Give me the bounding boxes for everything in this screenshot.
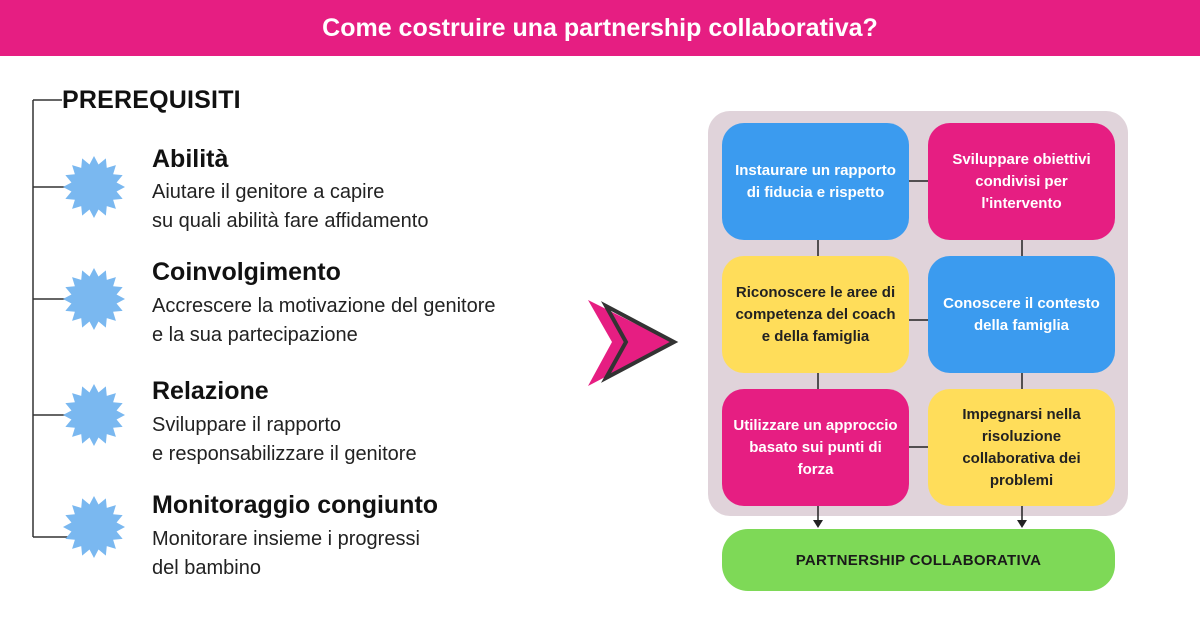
flow-box-contesto: Conoscere il contesto della famiglia — [928, 256, 1115, 373]
star-badge-icon — [63, 156, 125, 218]
item-desc-relazione: Sviluppare il rapporto e responsabilizza… — [152, 414, 417, 465]
item-desc-monitoraggio: Monitorare insieme i progressi del bambi… — [152, 528, 420, 579]
star-badge-icon — [63, 496, 125, 558]
page-title: Come costruire una partnership collabora… — [322, 13, 878, 42]
partnership-result-box: PARTNERSHIP COLLABORATIVA — [722, 529, 1115, 591]
star-badge-icon — [63, 268, 125, 330]
flow-box-punti-di-forza: Utilizzare un approccio basato sui punti… — [722, 389, 909, 506]
partnership-result-label: PARTNERSHIP COLLABORATIVA — [795, 551, 1042, 569]
star-badge-icon — [63, 384, 125, 446]
item-title-abilita: Abilità — [152, 145, 229, 173]
chevron-right-arrow-icon — [588, 300, 679, 386]
page-header: Come costruire una partnership collabora… — [0, 0, 1200, 56]
item-title-coinvolgimento: Coinvolgimento — [152, 258, 341, 286]
flow-box-competenza: Riconoscere le aree di competenza del co… — [722, 256, 909, 373]
item-desc-coinvolgimento: Accrescere la motivazione del genitore e… — [152, 295, 496, 346]
item-title-relazione: Relazione — [152, 377, 269, 405]
item-desc-abilita: Aiutare il genitore a capire su quali ab… — [152, 181, 429, 232]
flow-box-risoluzione: Impegnarsi nella risoluzione collaborati… — [928, 389, 1115, 506]
item-title-monitoraggio: Monitoraggio congiunto — [152, 491, 439, 519]
prerequisites-title: PREREQUISITI — [62, 86, 241, 114]
flow-box-obiettivi: Sviluppare obiettivi condivisi per l'int… — [928, 123, 1115, 240]
flow-box-fiducia: Instaurare un rapporto di fiducia e risp… — [722, 123, 909, 240]
